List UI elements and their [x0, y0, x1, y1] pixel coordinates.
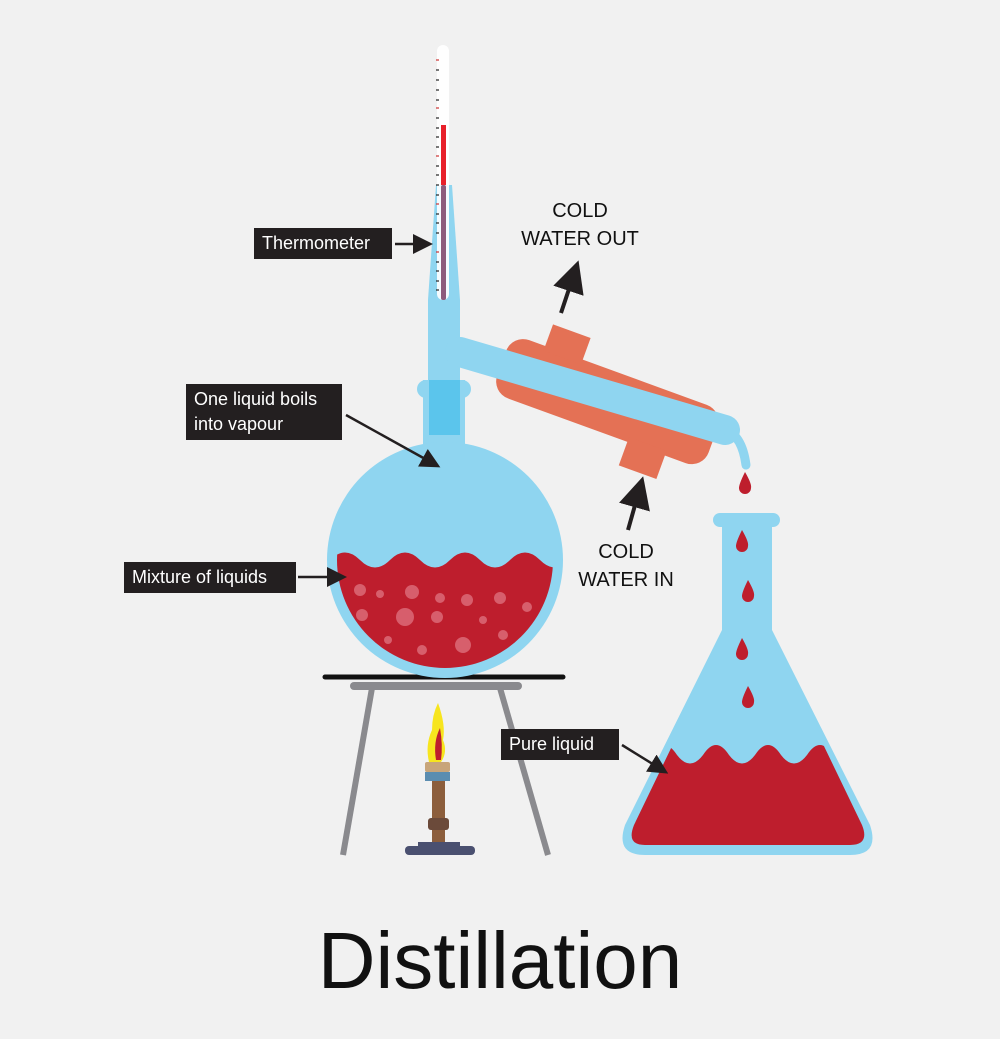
water-out-line1: COLD [552, 200, 608, 222]
water-in-arrow [619, 476, 650, 531]
mixture-label: Mixture of liquids [124, 562, 296, 593]
pure-liquid-label: Pure liquid [501, 729, 619, 760]
vapour-label-line1: One liquid boils [194, 389, 318, 409]
bubbles [354, 584, 532, 655]
water-in-line1: COLD [598, 541, 654, 563]
distillation-flask [327, 185, 751, 678]
pointer-arrows [298, 234, 669, 774]
liquid-drops [736, 472, 755, 708]
thermometer [436, 45, 449, 300]
vapour-arrow [345, 413, 441, 468]
water-out-line2: WATER OUT [521, 228, 639, 250]
diagram-title: Distillation [317, 916, 683, 1005]
pure-liquid-arrow [621, 743, 669, 774]
water-out-arrow [553, 260, 584, 314]
water-out-label: COLD WATER OUT [490, 197, 670, 253]
water-in-label: COLD WATER IN [536, 538, 716, 594]
bunsen-burner [405, 703, 475, 855]
thermometer-label: Thermometer [254, 228, 392, 259]
vapour-label: One liquid boils into vapour [186, 384, 342, 440]
water-in-line2: WATER IN [578, 569, 674, 591]
vapour-label-line2: into vapour [194, 414, 284, 434]
